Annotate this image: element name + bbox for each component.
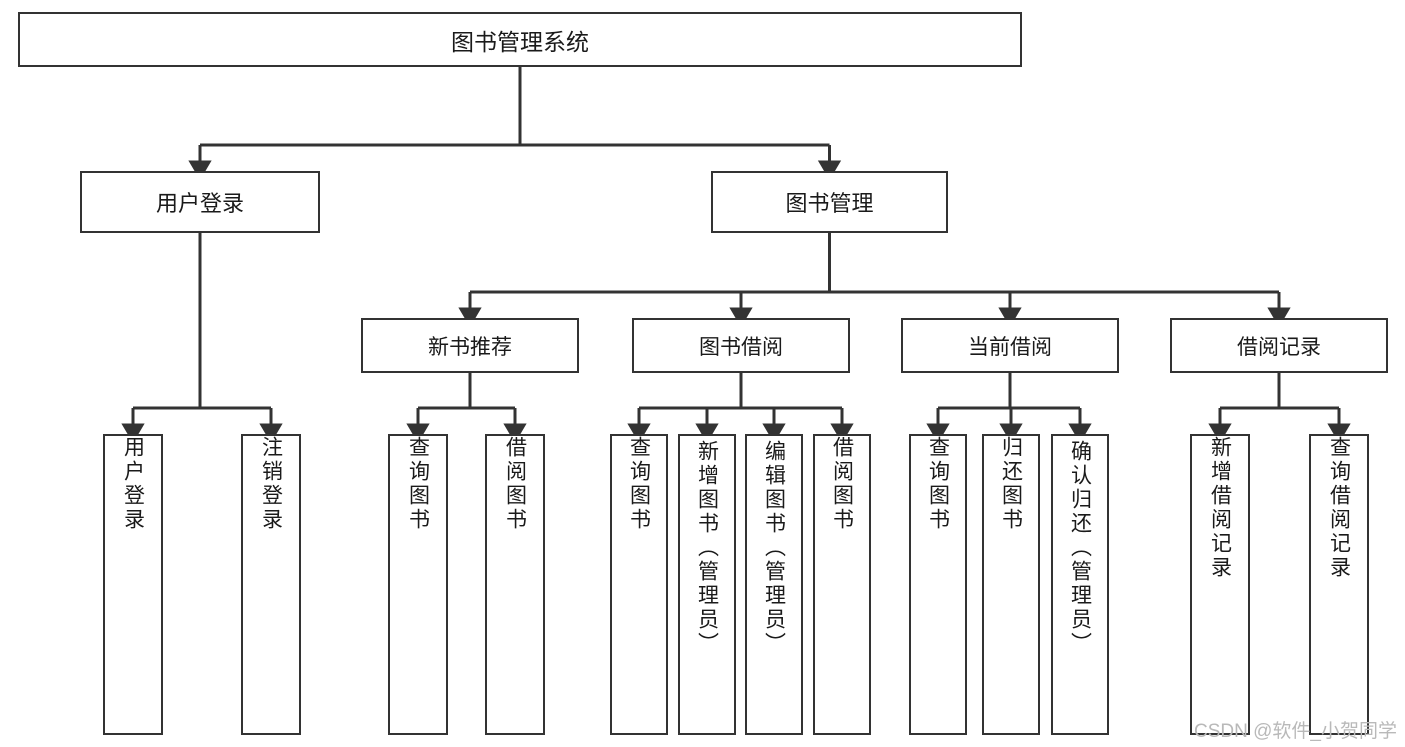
node-label: 查询图书 [926, 436, 950, 532]
node-label: 查询图书 [627, 436, 651, 532]
leaf-user-logout[interactable]: 注销登录 [241, 434, 301, 735]
node-label: 查询借阅记录 [1327, 436, 1351, 580]
node-label: 新增图书（管理员） [695, 440, 719, 656]
node-label: 新书推荐 [428, 335, 512, 359]
leaf-add-record[interactable]: 新增借阅记录 [1190, 434, 1250, 735]
leaf-borrow-book-1[interactable]: 借阅图书 [485, 434, 545, 735]
node-label: 查询图书 [406, 436, 430, 532]
node-label: 归还图书 [999, 436, 1023, 532]
leaf-edit-book[interactable]: 编辑图书（管理员） [745, 434, 803, 735]
leaf-add-book[interactable]: 新增图书（管理员） [678, 434, 736, 735]
leaf-query-book-1[interactable]: 查询图书 [388, 434, 448, 735]
node-current-borrow[interactable]: 当前借阅 [901, 318, 1119, 373]
node-borrow-record[interactable]: 借阅记录 [1170, 318, 1388, 373]
node-label: 当前借阅 [968, 335, 1052, 359]
leaf-query-book-2[interactable]: 查询图书 [610, 434, 668, 735]
node-label: 新增借阅记录 [1208, 436, 1232, 580]
node-label: 注销登录 [259, 436, 283, 532]
node-label: 确认归还（管理员） [1068, 440, 1092, 656]
node-label: 用户登录 [155, 191, 244, 216]
leaf-return-book[interactable]: 归还图书 [982, 434, 1040, 735]
leaf-confirm-return[interactable]: 确认归还（管理员） [1051, 434, 1109, 735]
node-label: 借阅记录 [1237, 335, 1321, 359]
leaf-user-login[interactable]: 用户登录 [103, 434, 163, 735]
node-new-book-rec[interactable]: 新书推荐 [361, 318, 579, 373]
node-label: 借阅图书 [830, 436, 854, 532]
node-label: 图书管理 [785, 191, 874, 216]
node-label: 图书管理系统 [451, 28, 589, 55]
leaf-query-record[interactable]: 查询借阅记录 [1309, 434, 1369, 735]
node-label: 编辑图书（管理员） [762, 440, 786, 656]
node-book-manage[interactable]: 图书管理 [711, 171, 948, 233]
node-label: 用户登录 [121, 436, 145, 532]
watermark: CSDN @软件_小贺同学 [1194, 721, 1397, 742]
node-book-borrow[interactable]: 图书借阅 [632, 318, 850, 373]
node-label: 借阅图书 [503, 436, 527, 532]
node-root[interactable]: 图书管理系统 [18, 12, 1022, 67]
node-label: 图书借阅 [699, 335, 783, 359]
leaf-query-book-3[interactable]: 查询图书 [909, 434, 967, 735]
leaf-borrow-book-2[interactable]: 借阅图书 [813, 434, 871, 735]
node-user-login[interactable]: 用户登录 [80, 171, 320, 233]
